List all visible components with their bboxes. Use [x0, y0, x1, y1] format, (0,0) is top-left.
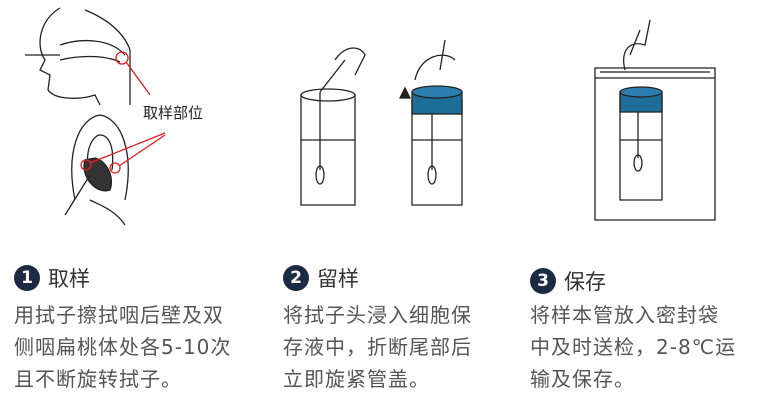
step-number-badge: 3: [530, 268, 556, 294]
desc-line: 中及时送检，2-8℃运: [530, 335, 737, 359]
step-title: 保存: [564, 270, 606, 294]
step-title: 留样: [317, 267, 359, 291]
tube-capping-illustration: [398, 39, 463, 206]
desc-line: 且不断旋转拭子。: [14, 367, 182, 391]
step-1: 1 取样 用拭子擦拭咽后壁及双侧咽扁桃体处各5-10次且不断旋转拭子。: [14, 263, 231, 395]
illustrations: [25, 7, 716, 226]
desc-line: 存液中，折断尾部后: [283, 335, 472, 359]
step-description: 将样本管放入密封袋中及时送检，2-8℃运输及保存。: [530, 299, 736, 395]
desc-line: 用拭子擦拭咽后壁及双: [14, 303, 224, 327]
sealed-bag-illustration: [594, 19, 716, 221]
step-title: 取样: [48, 267, 90, 291]
sample-site-label: 取样部位: [143, 104, 204, 122]
mouth-illustration: [64, 114, 166, 226]
tube-swab-illustration: [300, 47, 366, 206]
step-description: 用拭子擦拭咽后壁及双侧咽扁桃体处各5-10次且不断旋转拭子。: [14, 299, 231, 395]
step-number-badge: 1: [14, 265, 40, 291]
desc-line: 将拭子头浸入细胞保: [283, 303, 472, 327]
head-profile-illustration: [25, 7, 151, 106]
step-number-badge: 2: [283, 265, 309, 291]
desc-line: 将样本管放入密封袋: [530, 303, 719, 327]
desc-line: 输及保存。: [530, 367, 635, 391]
step-2: 2 留样 将拭子头浸入细胞保存液中，折断尾部后立即旋紧管盖。: [283, 263, 472, 395]
step-3: 3 保存 将样本管放入密封袋中及时送检，2-8℃运输及保存。: [530, 266, 736, 395]
desc-line: 侧咽扁桃体处各5-10次: [14, 335, 232, 359]
step-description: 将拭子头浸入细胞保存液中，折断尾部后立即旋紧管盖。: [283, 299, 472, 395]
desc-line: 立即旋紧管盖。: [283, 367, 430, 391]
